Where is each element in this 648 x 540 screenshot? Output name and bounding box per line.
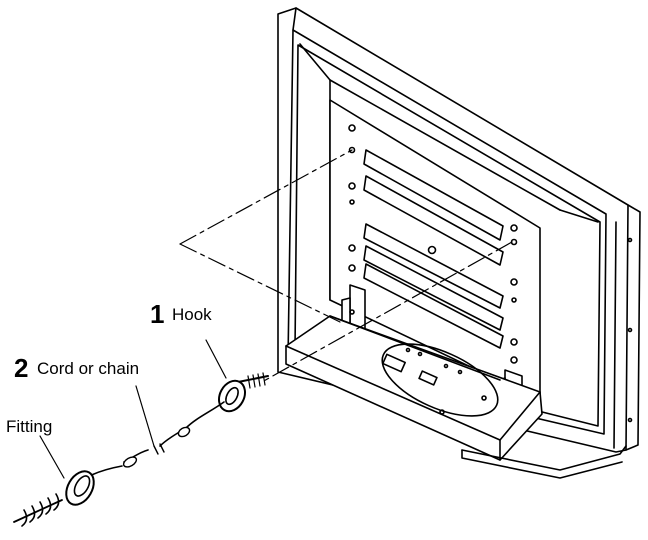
- label-hook-number: 1: [150, 299, 164, 329]
- label-fitting: Fitting: [6, 417, 52, 436]
- label-cord: 2 Cord or chain: [14, 353, 139, 383]
- label-cord-text: Cord or chain: [37, 359, 139, 378]
- label-hook-text: Hook: [172, 305, 212, 324]
- rear-slot-plate: [329, 99, 541, 401]
- label-cord-number: 2: [14, 353, 28, 383]
- cord-illustration: [122, 385, 225, 468]
- fitting-illustration: [13, 435, 123, 527]
- guide-lines: [179, 149, 513, 383]
- hook-illustration: [205, 339, 269, 413]
- stand-base: [285, 315, 627, 479]
- label-hook: 1 Hook: [150, 299, 212, 329]
- label-fitting-text: Fitting: [6, 417, 52, 436]
